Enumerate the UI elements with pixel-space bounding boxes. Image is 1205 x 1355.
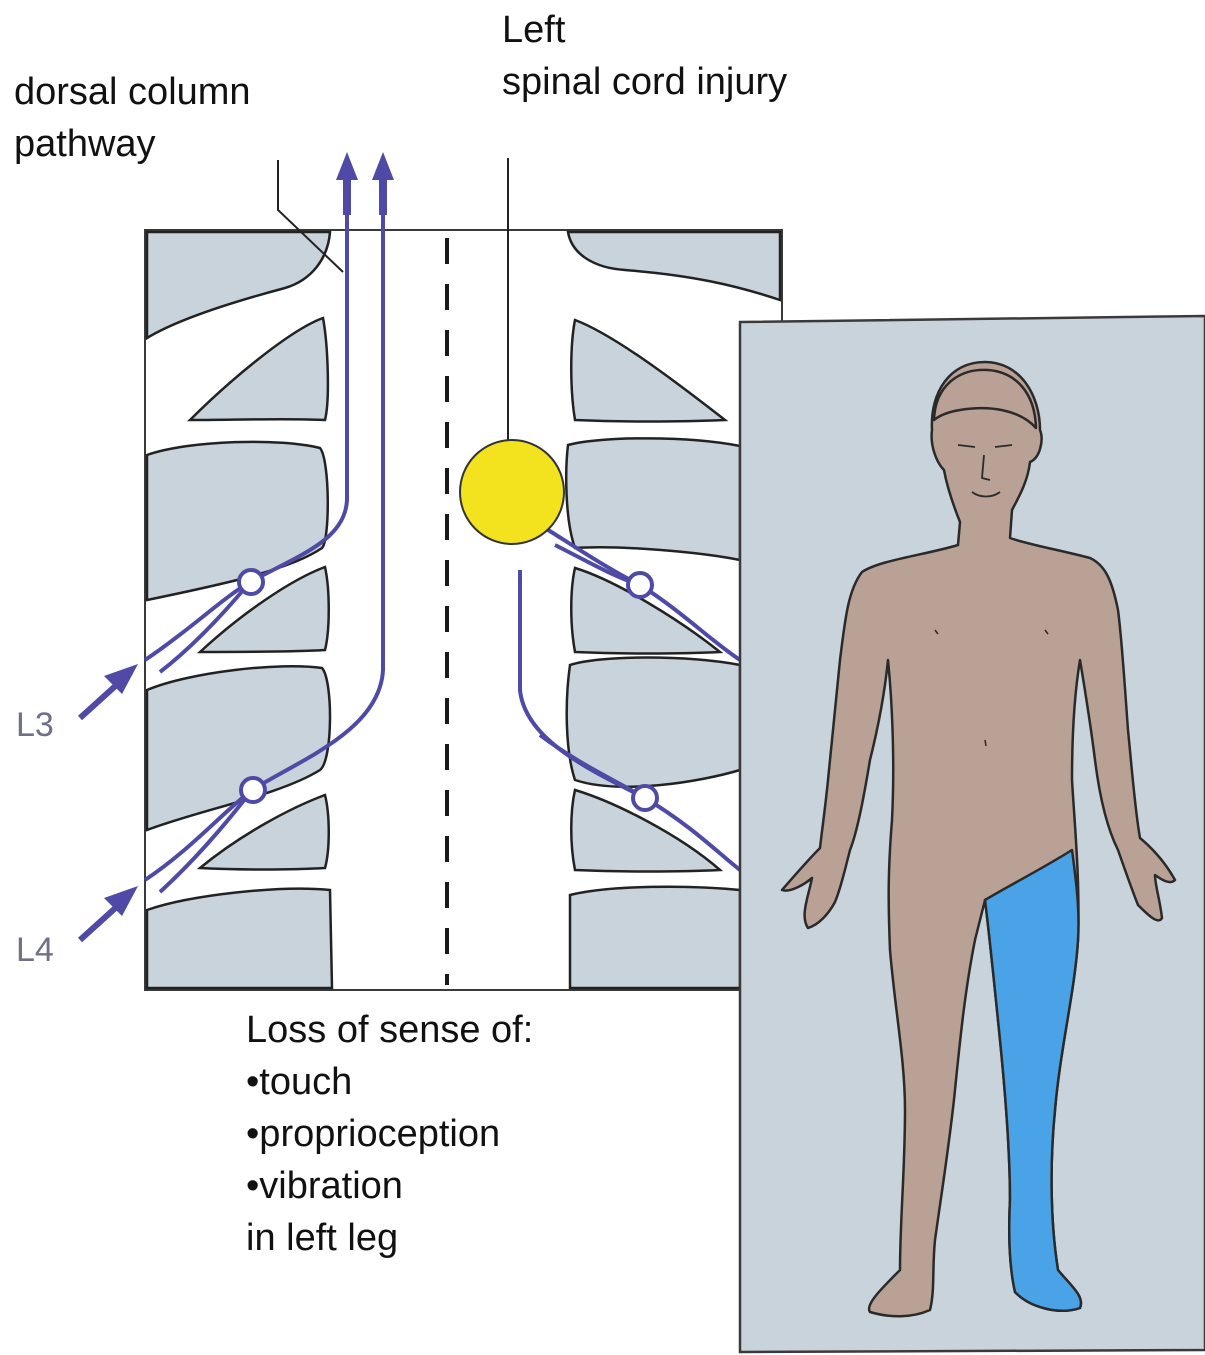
level-arrows	[80, 664, 138, 940]
body-panel	[740, 316, 1205, 1352]
injury-label-line2: spinal cord injury	[502, 56, 787, 108]
deficit-item-touch: •touch	[246, 1056, 533, 1108]
spinal-column-panel	[80, 152, 782, 990]
ganglion-right-lower	[633, 786, 657, 810]
deficit-item-vibration: •vibration	[246, 1160, 533, 1212]
injury-label-line1: Left	[502, 4, 787, 56]
ganglion-l3	[239, 570, 263, 594]
pathway-label-line2: pathway	[14, 118, 251, 170]
vertebra-right-2	[566, 438, 740, 560]
deficit-heading: Loss of sense of:	[246, 1004, 533, 1056]
ascending-arrows	[336, 152, 394, 215]
vertebra-right-4	[570, 887, 740, 988]
pathway-label: dorsal column pathway	[14, 66, 251, 170]
deficit-footer: in left leg	[246, 1212, 533, 1264]
pathway-label-line1: dorsal column	[14, 66, 251, 118]
ganglion-l4	[241, 778, 265, 802]
level-label-l3: L3	[16, 705, 54, 745]
injury-label: Left spinal cord injury	[502, 4, 787, 108]
injury-site	[460, 440, 564, 544]
spinal-column-frame	[145, 230, 782, 990]
ascending-arrow-1-shaft	[343, 175, 351, 215]
level-label-l4: L4	[16, 930, 54, 970]
vertebra-left-4	[147, 889, 332, 988]
deficit-text: Loss of sense of: •touch •proprioception…	[246, 1004, 533, 1264]
ganglion-right-upper	[628, 573, 652, 597]
deficit-item-proprioception: •proprioception	[246, 1108, 533, 1160]
ascending-arrow-2-shaft	[379, 175, 387, 215]
